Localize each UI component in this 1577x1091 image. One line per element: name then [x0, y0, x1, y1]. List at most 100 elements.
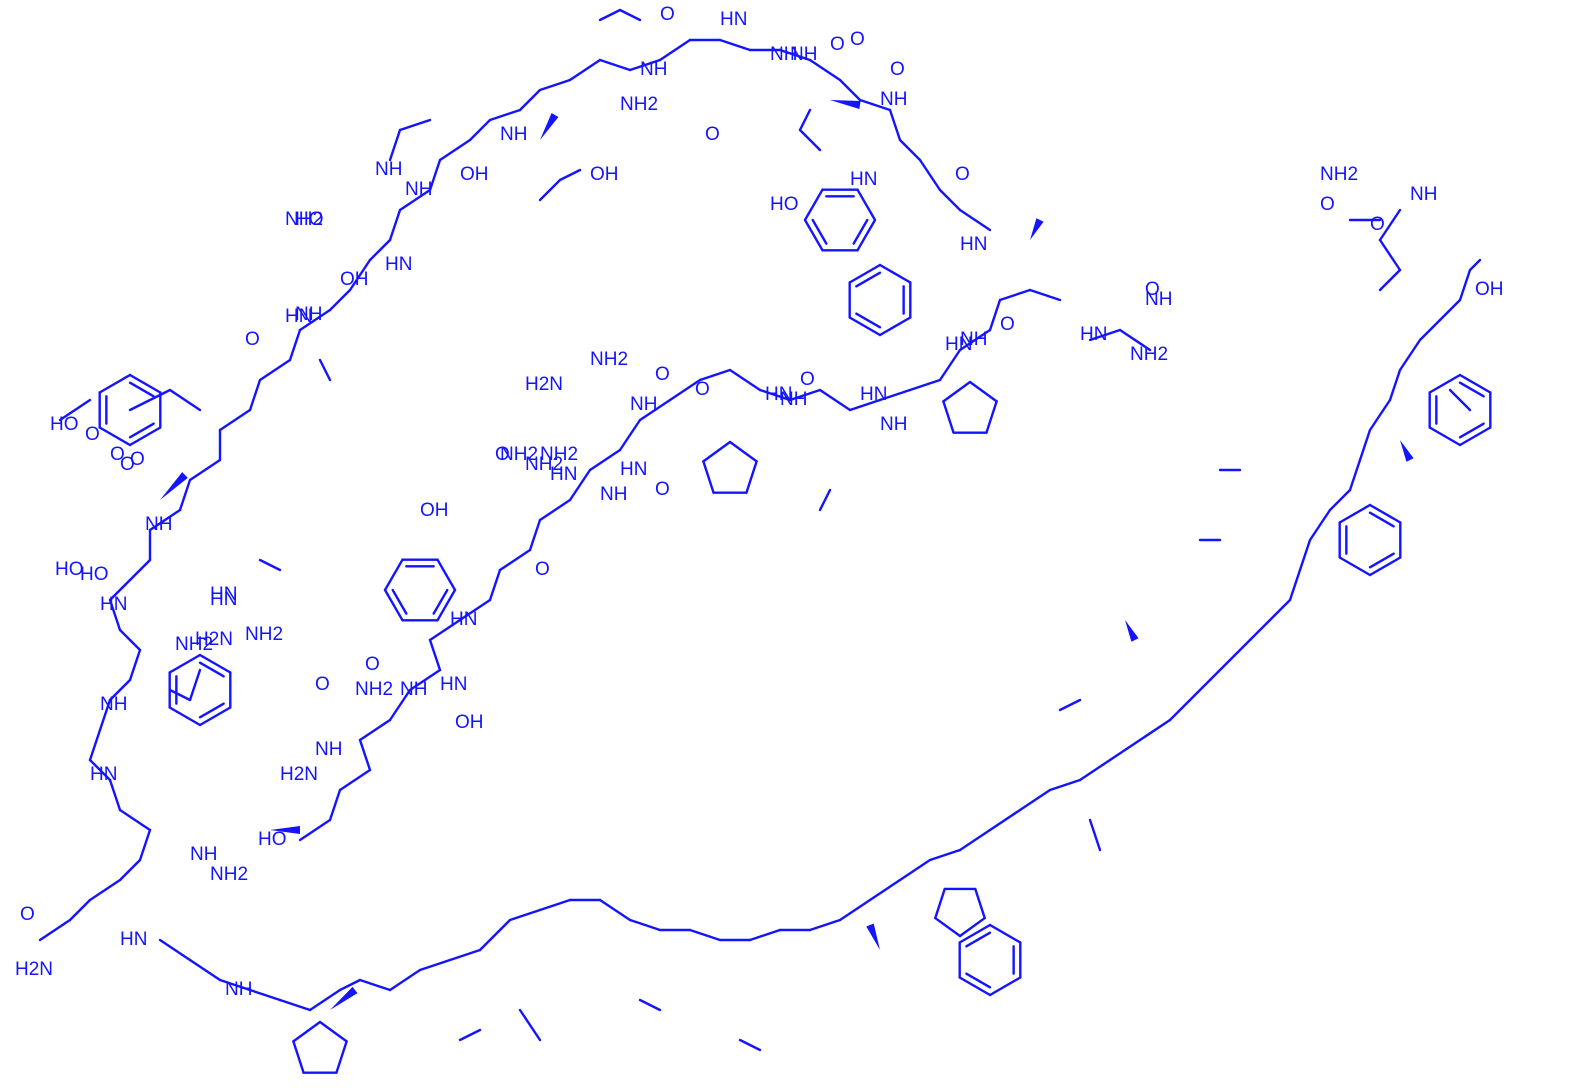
bond — [1248, 618, 1272, 642]
bond — [458, 598, 492, 622]
bond — [248, 378, 262, 412]
bond — [388, 968, 422, 992]
bond — [698, 368, 732, 382]
bond — [855, 271, 882, 288]
bond — [88, 878, 122, 902]
bond — [188, 668, 202, 702]
bond — [1338, 556, 1372, 577]
atom-label: NH2 — [285, 209, 323, 230]
stereo-wedge — [160, 472, 188, 500]
bond — [898, 138, 922, 162]
bond — [188, 958, 222, 982]
bond — [168, 653, 202, 674]
atom-label: HN — [100, 594, 127, 615]
atom-label: O — [655, 479, 670, 500]
bond — [1288, 568, 1302, 602]
atom-label: NH — [225, 979, 252, 1000]
bond — [108, 598, 122, 632]
bond — [808, 918, 842, 932]
atom-label: HO — [50, 414, 79, 435]
stereo-wedge — [1030, 218, 1044, 240]
bond — [358, 718, 392, 742]
bond — [1448, 388, 1472, 412]
bond — [538, 78, 572, 92]
atom-label: NH2 — [210, 864, 248, 885]
atom-label: NH — [315, 739, 342, 760]
bond — [988, 976, 1022, 997]
bond — [98, 373, 132, 394]
bond — [878, 263, 912, 284]
atom-label: NH — [770, 44, 797, 65]
bond — [438, 138, 472, 162]
bond — [958, 828, 992, 852]
bond — [858, 98, 892, 112]
bond — [1468, 258, 1482, 272]
stereo-wedge — [830, 100, 861, 109]
atom-label: NH2 — [540, 444, 578, 465]
atom-label: O — [1145, 279, 1160, 300]
bond — [1368, 503, 1402, 524]
bond — [728, 368, 762, 392]
bond — [1458, 422, 1485, 439]
atom-label: NH — [100, 694, 127, 715]
bond — [398, 118, 432, 132]
bond — [778, 48, 812, 62]
bond — [852, 218, 869, 245]
atom-label: HN — [285, 306, 312, 327]
bond — [388, 208, 402, 242]
bond — [538, 898, 572, 912]
atom-label: O — [890, 59, 905, 80]
bond — [1188, 678, 1212, 702]
atom-label: HN — [210, 584, 237, 605]
bond — [965, 931, 992, 948]
bond — [803, 218, 824, 252]
bond — [158, 938, 192, 962]
atom-label: NH — [400, 679, 427, 700]
bond — [518, 1008, 542, 1042]
bond — [638, 398, 672, 422]
atom-label: NH — [630, 394, 657, 415]
bond — [335, 1040, 348, 1074]
bond — [128, 381, 155, 398]
bond — [148, 508, 182, 532]
bond — [1458, 426, 1492, 447]
atom-label: OH — [455, 712, 484, 733]
bond — [1368, 511, 1395, 528]
bond — [498, 548, 532, 572]
atom-label: O — [495, 444, 510, 465]
atom-label: O — [130, 449, 145, 470]
bond — [1268, 598, 1292, 622]
atom-label: O — [1000, 314, 1015, 335]
bond — [436, 558, 457, 592]
bond — [288, 328, 302, 362]
bond — [855, 312, 882, 329]
bond — [108, 678, 132, 702]
bond — [383, 558, 404, 592]
bond — [838, 78, 862, 102]
atom-label: HN — [860, 384, 887, 405]
atom-label: O — [85, 424, 100, 445]
bond — [628, 918, 662, 932]
bond — [68, 898, 92, 922]
bond — [298, 308, 332, 332]
atom-label: O — [120, 454, 135, 475]
atom-label: NH2 — [355, 679, 393, 700]
bond — [688, 928, 722, 942]
atom-label: HO — [770, 194, 799, 215]
bond — [108, 778, 122, 812]
atom-label: O — [110, 444, 125, 465]
bond — [178, 478, 192, 512]
bond — [998, 288, 1032, 302]
bond — [478, 918, 512, 952]
bond — [1298, 538, 1312, 572]
bond — [1398, 338, 1422, 372]
atom-label: OH — [340, 269, 369, 290]
bond — [1028, 288, 1062, 302]
atom-label: NH — [190, 844, 217, 865]
atom-label: OH — [590, 164, 619, 185]
atom-label: HN — [1080, 324, 1107, 345]
bond — [258, 358, 292, 382]
atom-label: O — [315, 674, 330, 695]
bond — [88, 728, 102, 762]
bond — [1338, 503, 1372, 524]
